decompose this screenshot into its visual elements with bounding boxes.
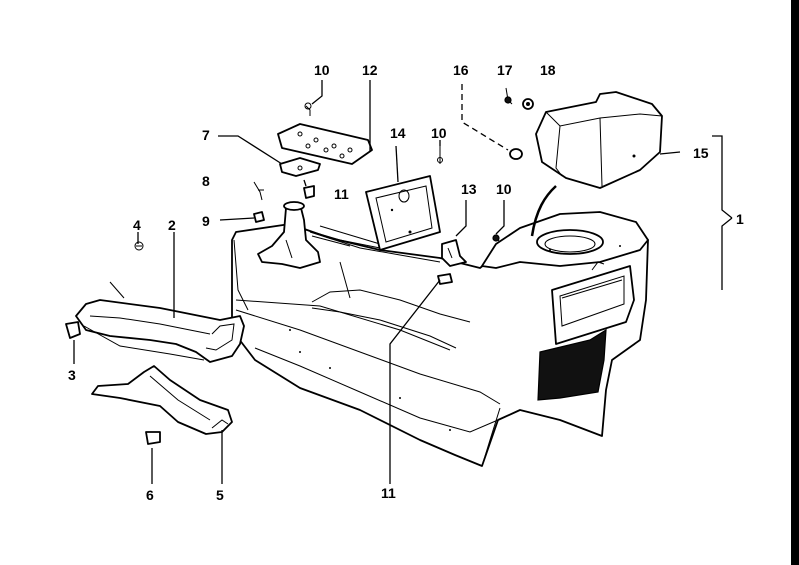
cover-panel <box>365 175 441 251</box>
armrest-tray <box>75 281 245 363</box>
label-15: 15 <box>693 145 709 161</box>
label-10-top: 10 <box>314 62 330 78</box>
label-13: 13 <box>461 181 477 197</box>
label-12: 12 <box>362 62 378 78</box>
bolt-17 <box>504 87 513 105</box>
callout-labels: 1 2 3 4 5 6 7 8 9 10 10 10 11 11 12 13 1… <box>68 62 744 503</box>
top-cover <box>535 91 663 189</box>
bracket-plate <box>277 123 373 165</box>
label-16: 16 <box>453 62 469 78</box>
clip-part <box>279 157 321 177</box>
label-7: 7 <box>202 127 210 143</box>
label-8: 8 <box>202 173 210 189</box>
label-2: 2 <box>168 217 176 233</box>
label-1: 1 <box>736 211 744 227</box>
screw-4 <box>134 241 144 251</box>
clip-6 <box>145 431 161 445</box>
label-17: 17 <box>497 62 513 78</box>
label-11-lower: 11 <box>381 485 396 501</box>
lower-tray <box>91 365 233 435</box>
label-4: 4 <box>133 217 141 233</box>
label-9: 9 <box>202 213 210 229</box>
label-3: 3 <box>68 367 76 383</box>
label-6: 6 <box>146 487 154 503</box>
center-console-body <box>231 211 649 467</box>
grommet-16 <box>509 148 523 160</box>
label-11-upper: 11 <box>334 186 349 202</box>
fastener-8 <box>253 181 264 201</box>
label-14: 14 <box>390 125 406 141</box>
screw-mid <box>437 146 443 164</box>
leader-lines <box>73 80 733 484</box>
shift-boot <box>257 201 321 269</box>
label-18: 18 <box>540 62 556 78</box>
spring-clip <box>303 185 315 199</box>
label-10-right: 10 <box>496 181 512 197</box>
page-edge-bar <box>791 0 799 565</box>
screw-top <box>304 102 312 116</box>
label-5: 5 <box>216 487 224 503</box>
nut-18 <box>522 98 534 110</box>
nut-9 <box>253 211 265 223</box>
clip-3 <box>65 321 81 339</box>
screw-right <box>492 234 501 243</box>
label-10-mid: 10 <box>431 125 447 141</box>
mounting-bracket <box>437 239 467 285</box>
